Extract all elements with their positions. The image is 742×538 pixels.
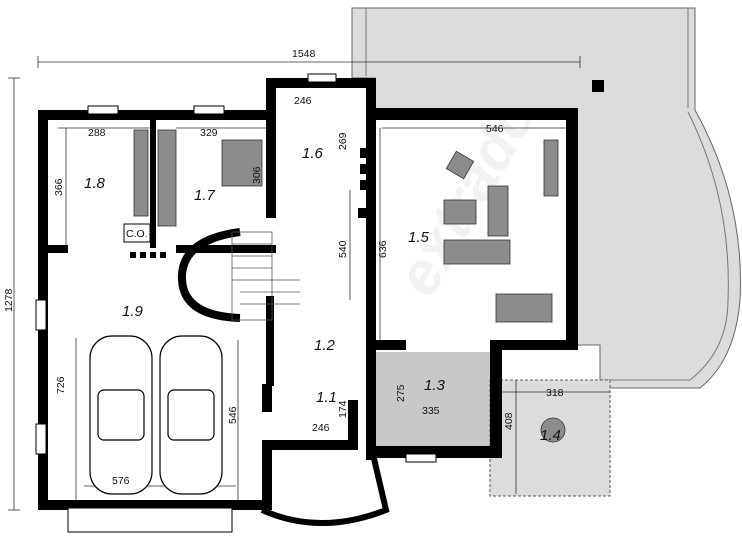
- dim-408: 408: [503, 412, 515, 430]
- dim-726: 726: [55, 376, 67, 394]
- room-label-1-4: 1.4: [540, 427, 561, 444]
- room-label-1-1: 1.1: [316, 389, 337, 406]
- room-label-1-5: 1.5: [408, 229, 430, 246]
- chimney-box: [123, 223, 151, 243]
- staircase: [231, 231, 300, 321]
- dim-329: 329: [200, 127, 218, 139]
- cars: [89, 335, 223, 495]
- dimension-lines: [8, 56, 610, 511]
- furniture: [133, 129, 566, 443]
- dim-335: 335: [422, 405, 440, 417]
- dim-546-left: 546: [227, 406, 239, 424]
- dim-246-bottom: 246: [312, 422, 330, 434]
- wall-details: [130, 148, 370, 258]
- dim-246-top: 246: [294, 95, 312, 107]
- room-label-1-9: 1.9: [122, 303, 144, 320]
- windows: [35, 73, 437, 463]
- dim-636: 636: [377, 240, 389, 258]
- bay-window: [260, 449, 390, 526]
- room-label-1-6: 1.6: [302, 145, 324, 162]
- dim-174: 174: [337, 400, 349, 418]
- room-label-1-3: 1.3: [424, 377, 446, 394]
- chimney-label: C.O.: [126, 228, 148, 240]
- dim-overall-height: 1278: [3, 288, 15, 312]
- dim-275: 275: [395, 384, 407, 402]
- dim-306: 306: [251, 166, 263, 184]
- dim-269: 269: [337, 132, 349, 150]
- room-label-1-2: 1.2: [314, 337, 336, 354]
- room-label-1-8: 1.8: [84, 175, 106, 192]
- dim-318: 318: [546, 387, 564, 399]
- dim-540: 540: [337, 240, 349, 258]
- terrace-column: [592, 80, 604, 92]
- dim-366: 366: [53, 178, 65, 196]
- dim-288: 288: [88, 127, 106, 139]
- dim-overall-width: 1548: [292, 48, 316, 60]
- garage-door: [67, 507, 233, 533]
- dim-576: 576: [112, 475, 130, 487]
- room-label-1-7: 1.7: [194, 187, 216, 204]
- terrace: [351, 7, 741, 389]
- kitchen-floor: [372, 352, 492, 446]
- dim-546-top: 546: [486, 123, 504, 135]
- stair-wall: [177, 228, 241, 322]
